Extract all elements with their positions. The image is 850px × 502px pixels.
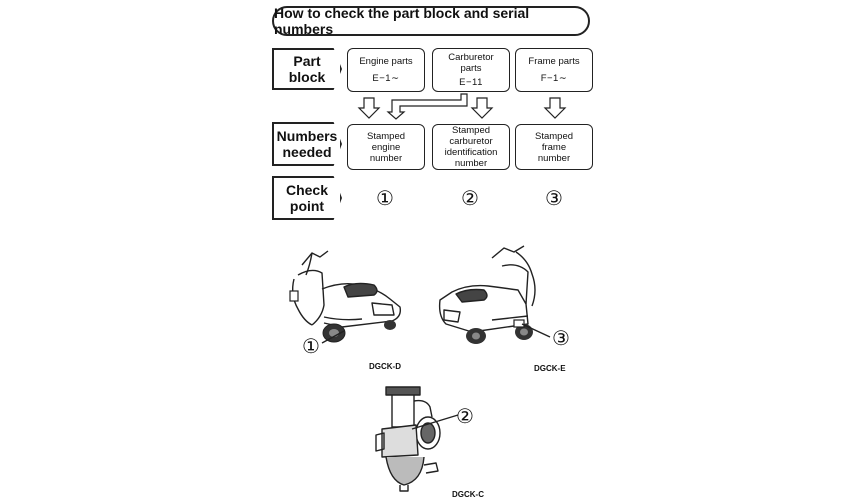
bent-arrow-carburetor <box>386 93 468 120</box>
numbers-needed-label-1: Numbers <box>276 128 338 144</box>
check-point-label-2: point <box>289 198 325 214</box>
page-title: How to check the part block and serial n… <box>272 5 590 37</box>
number-engine-line-3: number <box>369 152 403 164</box>
down-arrow-engine <box>357 97 381 119</box>
number-carburetor-line-4: number <box>454 158 488 169</box>
callout-2: ② <box>456 406 474 428</box>
row-label-check-point: Check point <box>272 176 342 220</box>
number-frame-line-1: Stamped <box>534 130 574 142</box>
part-block-frame-name: Frame parts <box>528 56 580 67</box>
number-engine-line-1: Stamped <box>366 130 406 142</box>
check-point-3: ③ <box>545 188 563 210</box>
number-box-carburetor: Stamped carburetor identification number <box>432 124 510 170</box>
check-point-label-1: Check <box>285 182 329 198</box>
part-block-engine: Engine parts E−1∼ <box>347 48 425 92</box>
check-point-2: ② <box>461 188 479 210</box>
row-label-numbers-needed: Numbers needed <box>272 122 342 166</box>
part-block-frame: Frame parts F−1∼ <box>515 48 593 92</box>
caption-dgck-c: DGCK-C <box>452 490 484 499</box>
part-block-engine-code: E−1∼ <box>372 73 400 84</box>
part-block-frame-code: F−1∼ <box>540 73 568 84</box>
numbers-needed-label-2: needed <box>282 144 332 160</box>
part-block-carburetor-code: E−11 <box>459 77 483 88</box>
down-arrow-carburetor <box>470 97 494 119</box>
check-point-1: ① <box>376 188 394 210</box>
number-frame-line-2: frame <box>541 141 567 153</box>
part-block-carburetor: Carburetor parts E−11 <box>432 48 510 92</box>
part-block-label: Part block <box>288 53 326 85</box>
row-label-part-block: Part block <box>272 48 342 90</box>
scooter-right-illustration <box>438 245 551 344</box>
part-block-engine-name: Engine parts <box>359 56 413 67</box>
number-carburetor-line-3: identification <box>444 147 498 158</box>
caption-dgck-d: DGCK-D <box>369 362 401 371</box>
number-carburetor-line-2: carburetor <box>449 136 493 147</box>
number-carburetor-line-1: Stamped <box>451 125 491 136</box>
part-block-carburetor-name-1: Carburetor <box>448 52 494 63</box>
flow-arrows <box>357 93 567 120</box>
number-box-frame: Stamped frame number <box>515 124 593 170</box>
number-engine-line-2: engine <box>371 141 401 153</box>
callout-1: ① <box>302 336 320 358</box>
caption-dgck-e: DGCK-E <box>534 364 566 373</box>
number-frame-line-3: number <box>537 152 571 164</box>
callout-3: ③ <box>552 328 570 350</box>
number-box-engine: Stamped engine number <box>347 124 425 170</box>
part-block-carburetor-name-2: parts <box>460 63 482 74</box>
scooter-left-illustration <box>289 250 402 344</box>
down-arrow-frame <box>543 97 567 119</box>
carburetor-illustration <box>375 386 459 492</box>
